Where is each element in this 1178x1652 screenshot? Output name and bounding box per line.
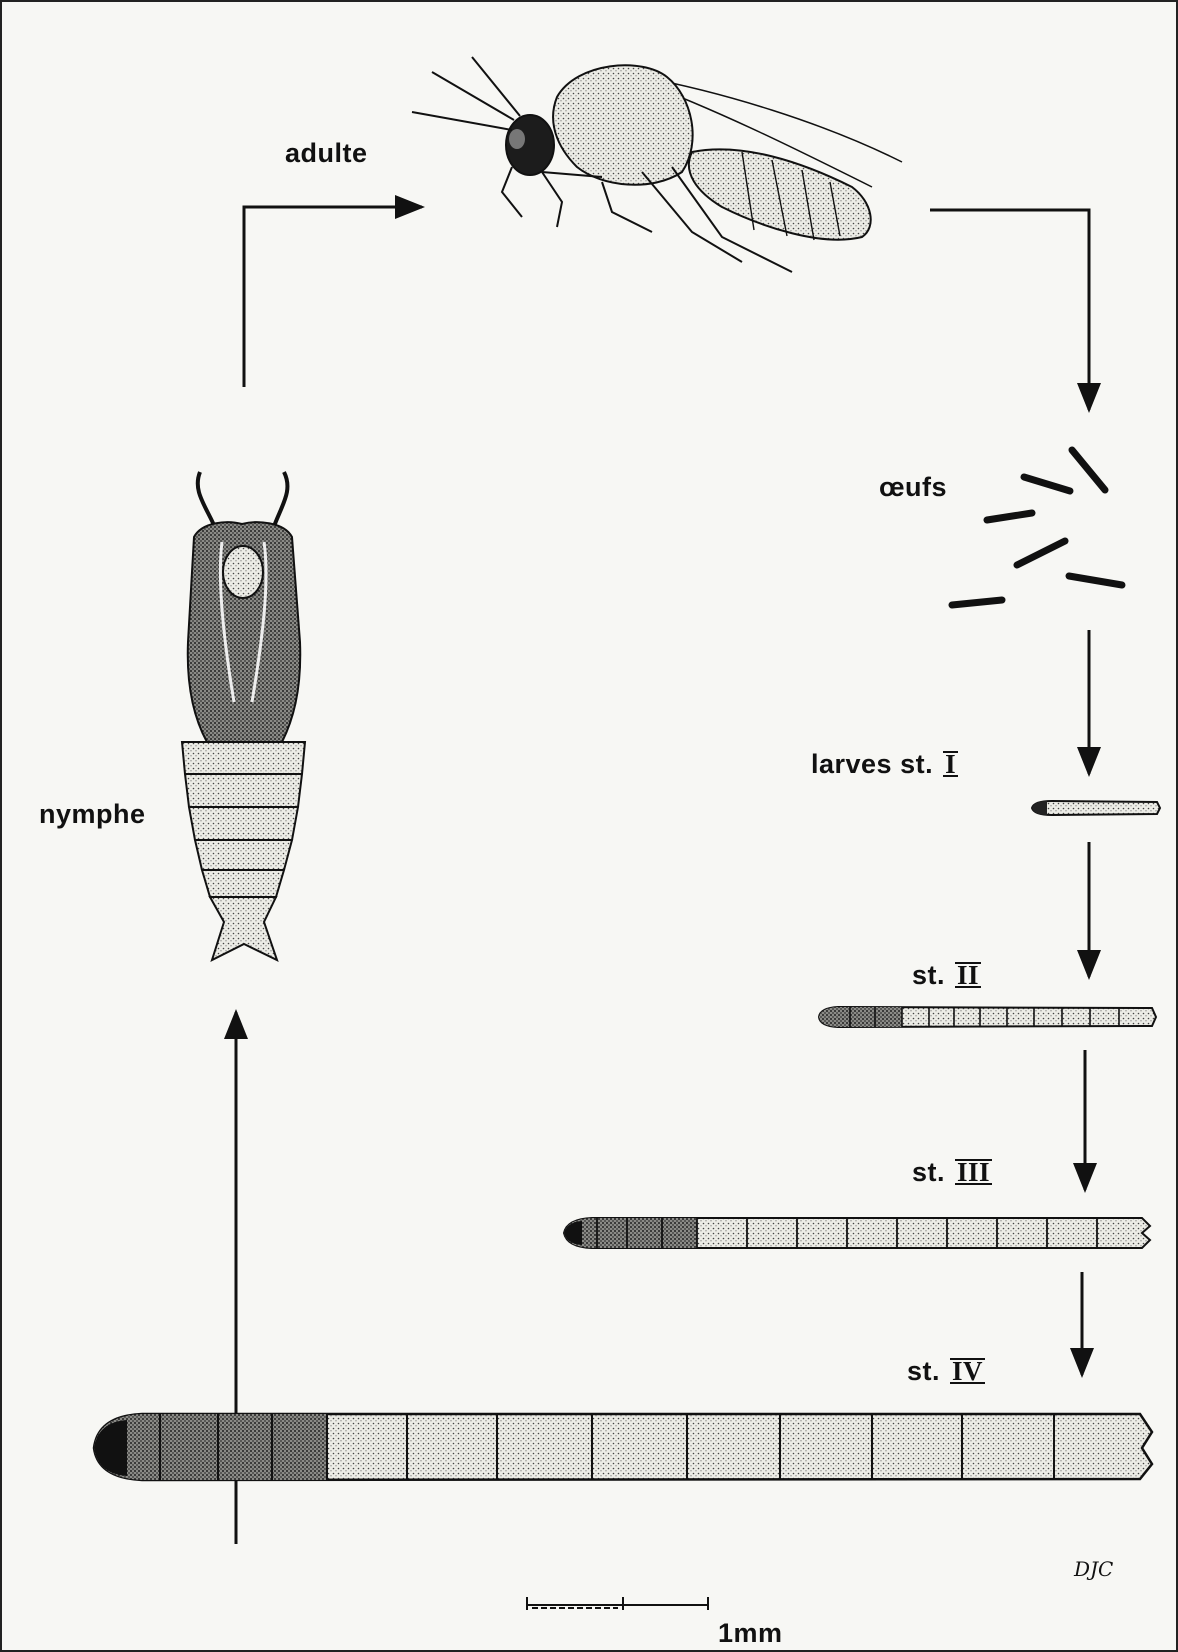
nymph-label: nymphe: [39, 799, 146, 830]
adult-midge-illustration: [412, 57, 902, 272]
stage-prefix: st.: [912, 1157, 945, 1187]
larva-stage-1-illustration: [1032, 801, 1160, 815]
arrow-adult-to-eggs: [930, 210, 1089, 410]
nymph-illustration: [182, 472, 305, 960]
larva-stage-2-illustration: [819, 1007, 1156, 1027]
scale-label: 1mm: [718, 1618, 783, 1649]
eggs-label: œufs: [879, 472, 947, 503]
roman-numeral-2: II: [955, 962, 981, 988]
larvae-stage-prefix: larves st.: [811, 749, 933, 779]
artist-signature: DJC: [1074, 1557, 1113, 1581]
stage-prefix: st.: [912, 960, 945, 990]
scale-bar: [527, 1597, 708, 1610]
larva-stage-4-illustration: [94, 1414, 1152, 1480]
adult-label: adulte: [285, 138, 368, 169]
arrow-nymph-to-adult: [244, 207, 422, 387]
stage-4-label: st. IV: [907, 1356, 985, 1387]
stage-prefix: st.: [907, 1356, 940, 1386]
larvae-stage-1-label: larves st. I: [811, 749, 958, 780]
roman-numeral-3: III: [955, 1159, 992, 1185]
stage-3-label: st. III: [912, 1157, 992, 1188]
larva-stage-3-illustration: [564, 1218, 1150, 1248]
roman-numeral-4: IV: [950, 1358, 985, 1384]
eggs-illustration: [952, 450, 1122, 605]
roman-numeral-1: I: [943, 751, 958, 777]
stage-2-label: st. II: [912, 960, 981, 991]
